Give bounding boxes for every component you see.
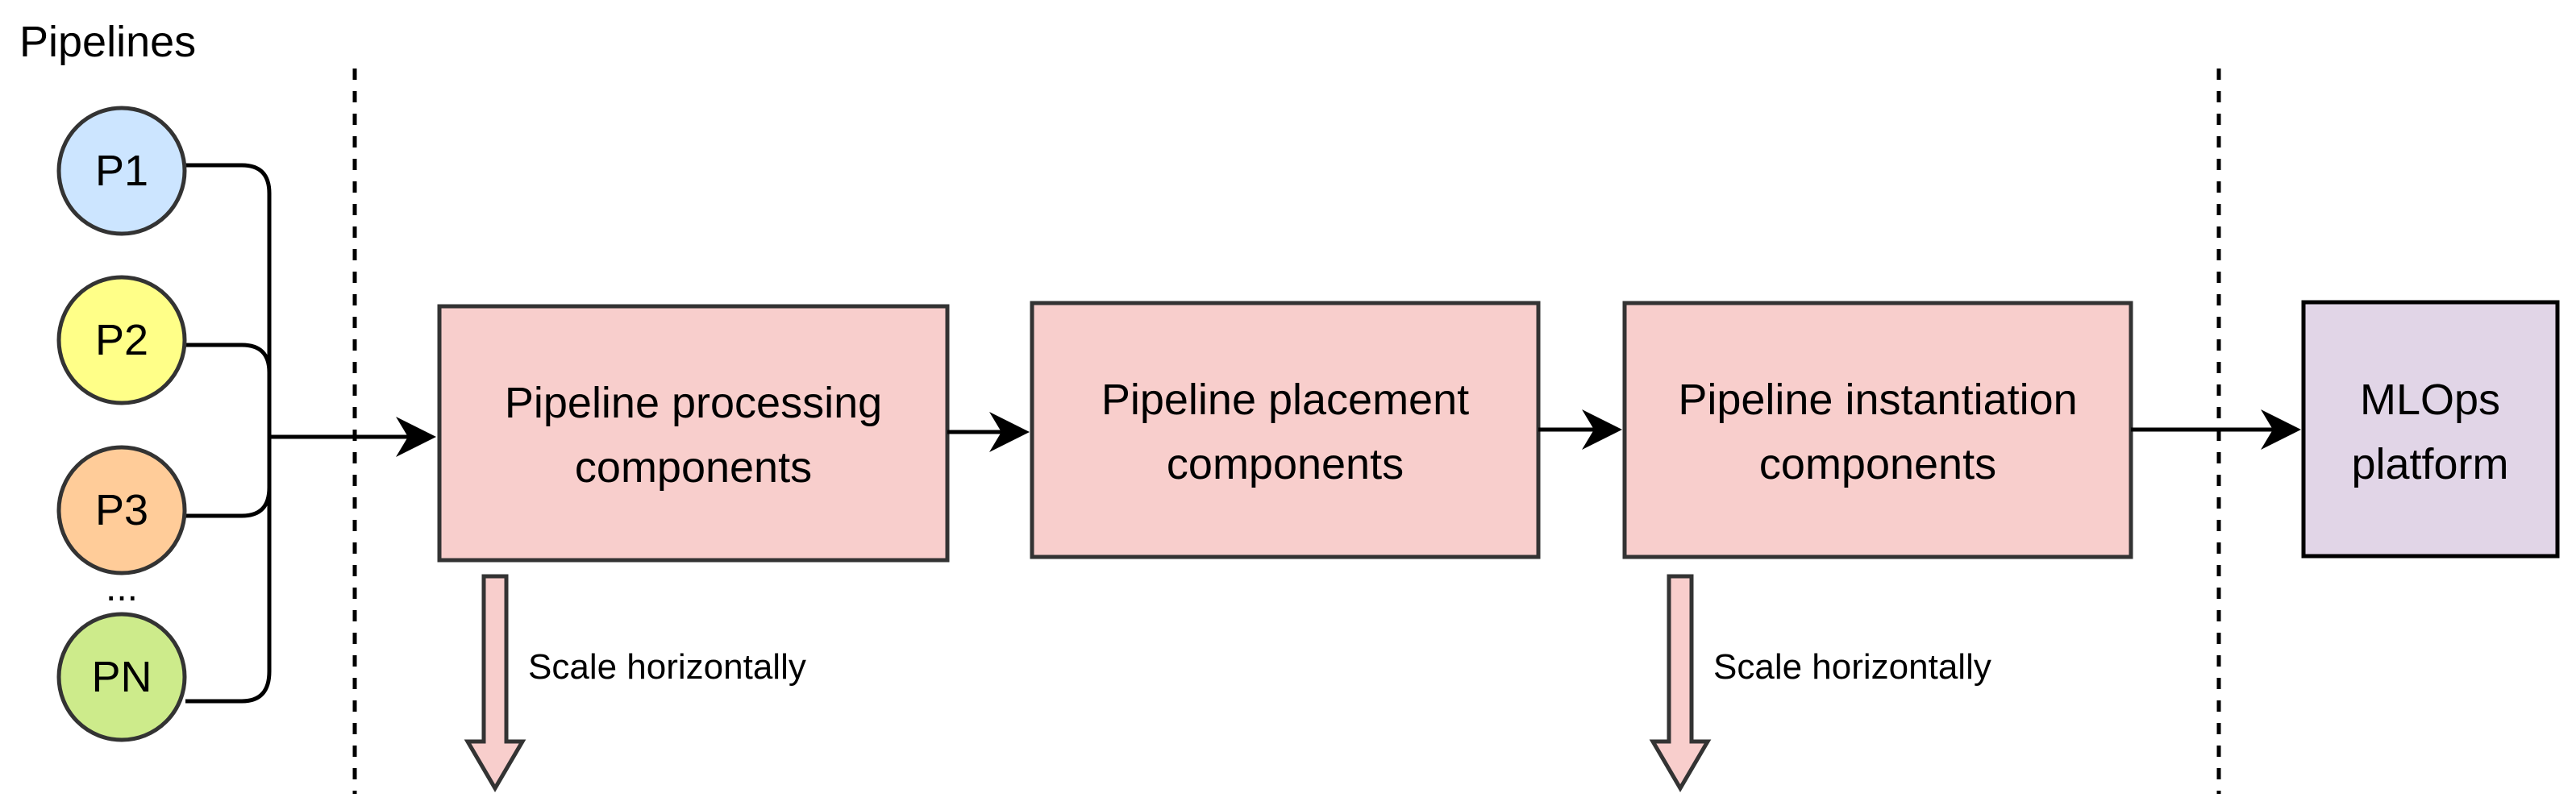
box-label-line1: Pipeline placement bbox=[1101, 376, 1469, 424]
pipeline-node-circle bbox=[56, 445, 187, 575]
pipeline-connectors bbox=[185, 163, 436, 704]
down-arrow-icon bbox=[1649, 574, 1712, 792]
flow-arrows bbox=[947, 409, 2301, 452]
down-arrow-icon bbox=[464, 574, 526, 792]
scale-arrow-processing: Scale horizontally bbox=[464, 574, 806, 792]
pipeline-node-label: P1 bbox=[95, 147, 148, 195]
pipeline-node-label: PN bbox=[91, 653, 152, 701]
box-label-line1: Pipeline processing bbox=[505, 379, 882, 427]
pipeline-p2: P2 bbox=[56, 275, 187, 405]
mlops-platform-box: MLOps platform bbox=[2301, 300, 2560, 559]
pipeline-p1: P1 bbox=[56, 106, 187, 236]
placement-components-box: Pipeline placement components bbox=[1030, 301, 1541, 559]
box-label-line2: components bbox=[1759, 440, 1996, 488]
pipeline-p3: P3 bbox=[56, 445, 187, 575]
pipeline-node-circle bbox=[56, 275, 187, 405]
diagram-title: Pipelines bbox=[19, 18, 196, 66]
scale-label: Scale horizontally bbox=[1713, 647, 1991, 687]
box-label-line1: MLOps bbox=[2360, 376, 2500, 424]
pipeline-node-circle bbox=[56, 106, 187, 236]
scale-arrow-instantiation: Scale horizontally bbox=[1649, 574, 1991, 792]
pipeline-pn: PN bbox=[56, 612, 187, 742]
instantiation-components-box: Pipeline instantiation components bbox=[1622, 301, 2133, 559]
processing-components-box: Pipeline processing components bbox=[437, 304, 950, 563]
pipeline-ellipsis: ... bbox=[106, 567, 138, 609]
box-label-line2: components bbox=[575, 443, 812, 492]
pipeline-node-circle bbox=[56, 612, 187, 742]
scale-label: Scale horizontally bbox=[528, 647, 806, 687]
box-label-line2: components bbox=[1167, 440, 1404, 488]
box-label-line2: platform bbox=[2351, 440, 2508, 488]
pipeline-node-label: P2 bbox=[95, 316, 148, 364]
box-label-line1: Pipeline instantiation bbox=[1678, 376, 2077, 424]
pipeline-node-label: P3 bbox=[95, 486, 148, 534]
